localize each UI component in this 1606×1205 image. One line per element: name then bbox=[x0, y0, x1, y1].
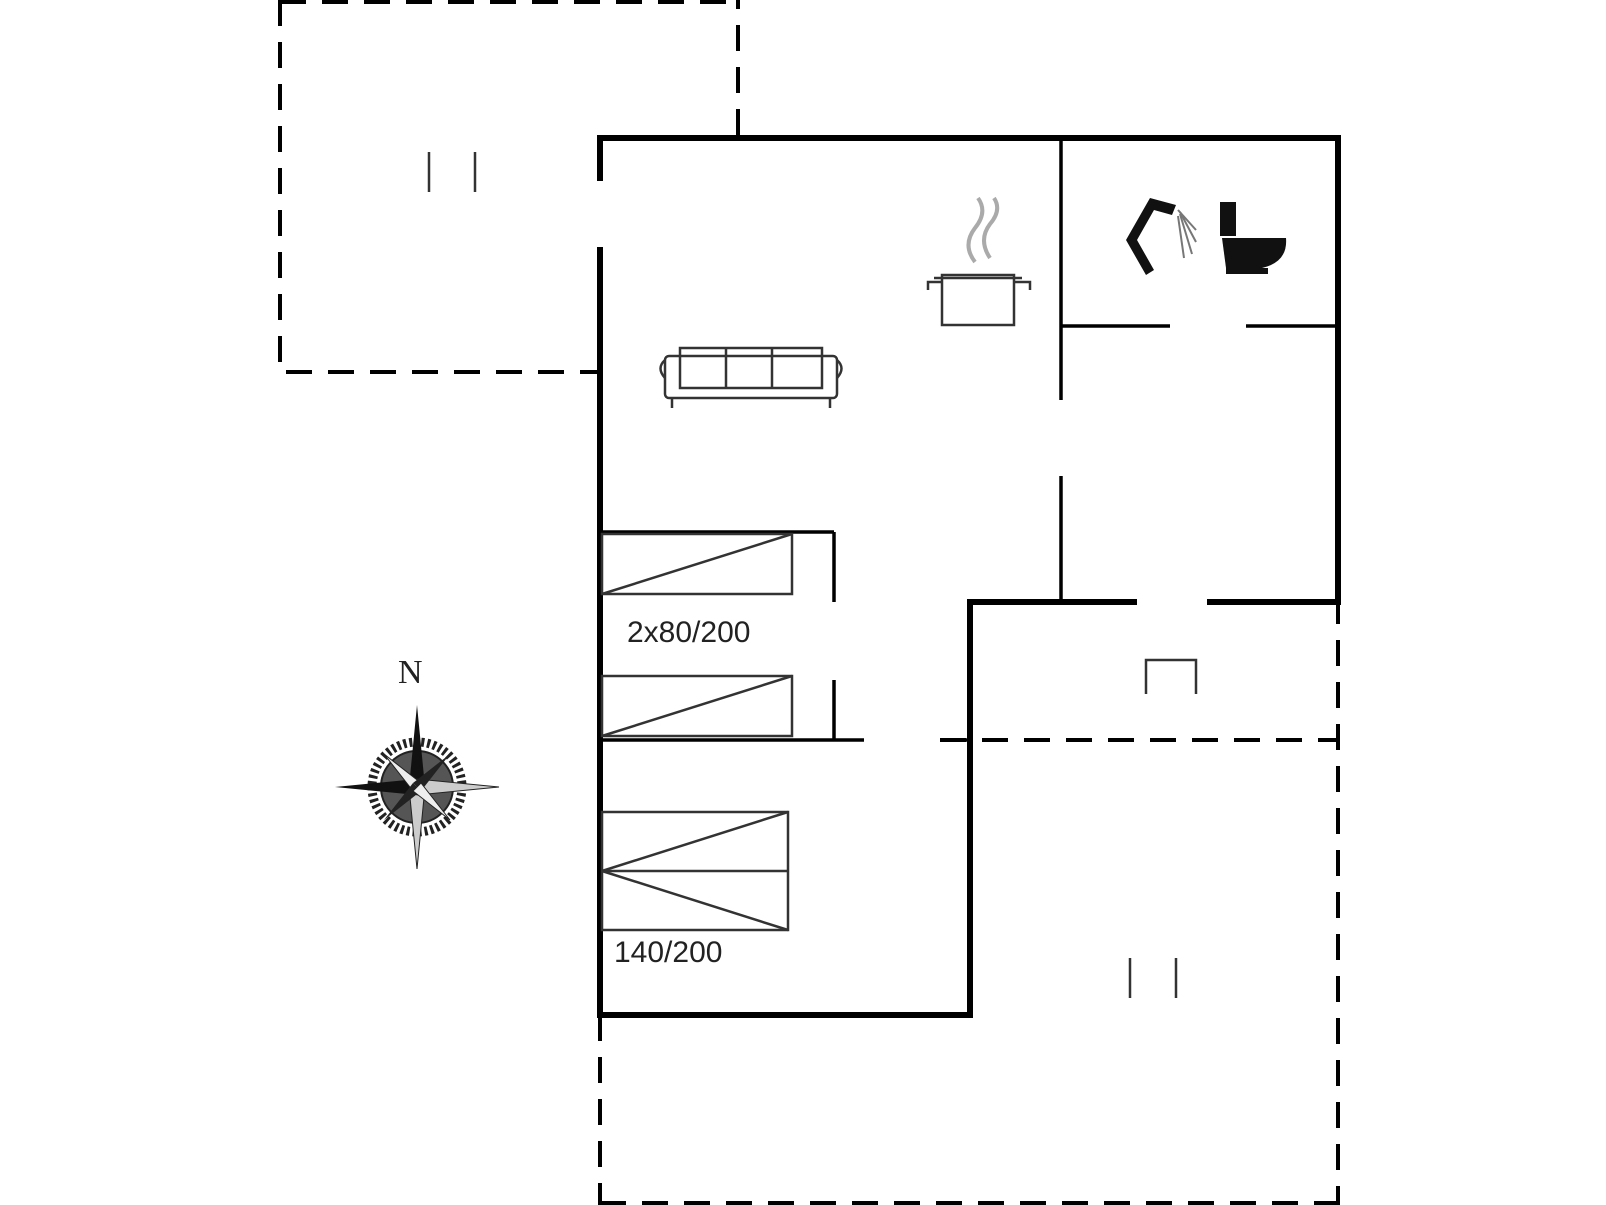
entry-step bbox=[1144, 658, 1198, 694]
cooking-pot-icon bbox=[926, 196, 1032, 327]
double-bed-label: 140/200 bbox=[614, 936, 722, 969]
double-bed bbox=[600, 810, 790, 932]
toilet-icon bbox=[1220, 202, 1287, 274]
terrace-bottom-right bbox=[598, 598, 1340, 1205]
interior-walls bbox=[600, 138, 1338, 742]
north-label: N bbox=[398, 654, 423, 691]
twin-bed-label: 2x80/200 bbox=[627, 616, 750, 649]
shower-icon bbox=[1126, 198, 1197, 275]
terrace-marker-top bbox=[427, 152, 477, 192]
exterior-walls bbox=[597, 135, 1341, 1018]
twin-bed-upper bbox=[600, 532, 794, 596]
compass-rose-icon bbox=[335, 705, 500, 870]
terrace-top-left bbox=[278, 0, 740, 374]
terrace-marker-bottom bbox=[1128, 958, 1178, 998]
sofa-icon bbox=[659, 346, 843, 408]
twin-bed-lower bbox=[600, 674, 794, 738]
